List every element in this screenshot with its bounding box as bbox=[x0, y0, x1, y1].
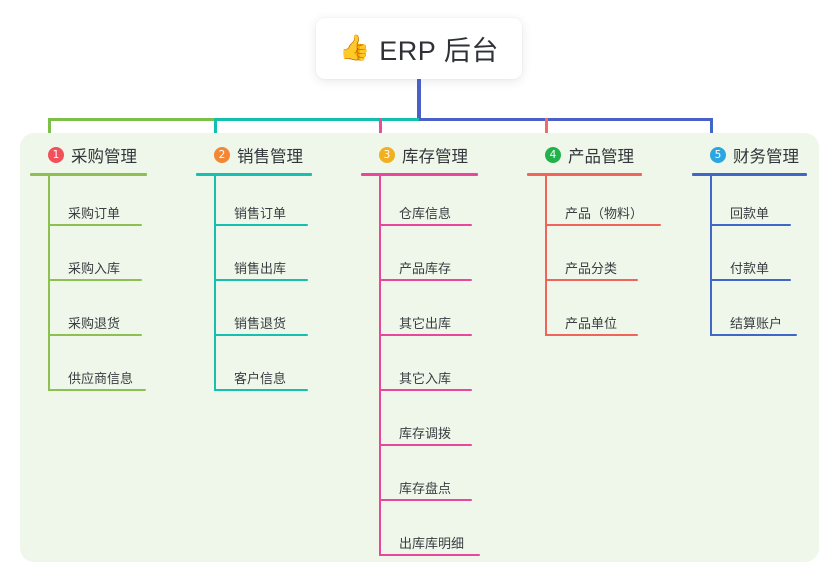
branch-header-product[interactable]: 4 产品管理 bbox=[527, 142, 634, 168]
branch-item-label: 产品单位 bbox=[565, 316, 618, 331]
branch-item-rule bbox=[546, 224, 661, 226]
branch-item-label: 供应商信息 bbox=[68, 371, 134, 386]
root-node-title: ERP 后台 bbox=[379, 36, 499, 66]
root-node[interactable]: 👍 ERP 后台 bbox=[316, 18, 522, 79]
connector-bar-segment-3 bbox=[419, 118, 713, 121]
branch-item-label: 销售订单 bbox=[234, 206, 287, 221]
branch-item-label: 采购入库 bbox=[68, 261, 121, 276]
branch-number-badge-inventory: 3 bbox=[379, 147, 395, 163]
branch-column-purchase: 1 采购管理采购订单采购入库采购退货供应商信息 bbox=[30, 142, 147, 391]
branch-item-label: 库存盘点 bbox=[399, 481, 452, 496]
branch-spine-purchase bbox=[48, 176, 50, 391]
root-node-content: 👍 ERP 后台 bbox=[339, 29, 499, 68]
branch-item-rule bbox=[380, 279, 472, 281]
branch-header-inventory[interactable]: 3 库存管理 bbox=[361, 142, 468, 168]
branch-number-badge-purchase: 1 bbox=[48, 147, 64, 163]
branch-item-label: 出库库明细 bbox=[399, 536, 465, 551]
branch-column-product: 4 产品管理产品（物料） 产品分类产品单位 bbox=[527, 142, 661, 336]
branch-item-label: 结算账户 bbox=[730, 316, 783, 331]
branch-item-label: 销售退货 bbox=[234, 316, 287, 331]
thumbs-up-icon: 👍 bbox=[339, 34, 371, 62]
branch-header-rule-product bbox=[527, 173, 642, 176]
branch-item-label: 产品分类 bbox=[565, 261, 618, 276]
branch-title-product: 产品管理 bbox=[568, 148, 634, 166]
branch-item-label: 产品（物料） bbox=[565, 206, 644, 221]
branch-spine-inventory bbox=[379, 176, 381, 556]
branch-title-finance: 财务管理 bbox=[733, 148, 799, 166]
branch-item-label: 其它出库 bbox=[399, 316, 452, 331]
branch-header-rule-inventory bbox=[361, 173, 478, 176]
branch-header-rule-purchase bbox=[30, 173, 147, 176]
branch-column-inventory: 3 库存管理仓库信息产品库存其它出库其它入库库存调拨库存盘点出库库明细 bbox=[361, 142, 480, 556]
branch-item-label: 回款单 bbox=[730, 206, 770, 221]
connector-bar-segment-1 bbox=[48, 118, 217, 121]
branch-item-rule bbox=[49, 334, 142, 336]
branch-item-rule bbox=[546, 279, 638, 281]
branch-item-rule bbox=[215, 334, 308, 336]
branch-spine-sales bbox=[214, 176, 216, 391]
branch-number-badge-product: 4 bbox=[545, 147, 561, 163]
branch-number-badge-finance: 5 bbox=[710, 147, 726, 163]
branch-item-rule bbox=[380, 554, 480, 556]
branch-title-sales: 销售管理 bbox=[237, 148, 303, 166]
branch-item-rule bbox=[215, 279, 308, 281]
branch-column-sales: 2 销售管理销售订单销售出库销售退货客户信息 bbox=[196, 142, 312, 391]
branch-item-rule bbox=[49, 389, 146, 391]
branch-title-inventory: 库存管理 bbox=[402, 148, 468, 166]
branch-item-rule bbox=[546, 334, 638, 336]
branch-header-purchase[interactable]: 1 采购管理 bbox=[30, 142, 137, 168]
branch-item-rule bbox=[215, 224, 308, 226]
branch-item-rule bbox=[711, 279, 791, 281]
diagram-panel bbox=[20, 133, 819, 562]
branch-item-rule bbox=[49, 224, 142, 226]
branch-item-rule bbox=[380, 334, 472, 336]
branch-item-rule bbox=[380, 224, 472, 226]
branch-item-label: 库存调拨 bbox=[399, 426, 452, 441]
branch-header-rule-finance bbox=[692, 173, 807, 176]
branch-item-label: 采购订单 bbox=[68, 206, 121, 221]
branch-item-rule bbox=[380, 499, 472, 501]
branch-spine-product bbox=[545, 176, 547, 336]
branch-item-rule bbox=[711, 334, 797, 336]
branch-item-rule bbox=[380, 389, 472, 391]
branch-header-rule-sales bbox=[196, 173, 312, 176]
branch-number-badge-sales: 2 bbox=[214, 147, 230, 163]
branch-header-finance[interactable]: 5 财务管理 bbox=[692, 142, 799, 168]
branch-item-label: 客户信息 bbox=[234, 371, 287, 386]
branch-item-label: 采购退货 bbox=[68, 316, 121, 331]
branch-item-label: 付款单 bbox=[730, 261, 770, 276]
branch-column-finance: 5 财务管理回款单付款单结算账户 bbox=[692, 142, 807, 336]
branch-item-rule bbox=[711, 224, 791, 226]
branch-item-rule bbox=[380, 444, 472, 446]
branch-item-label: 产品库存 bbox=[399, 261, 452, 276]
branch-item-rule bbox=[49, 279, 142, 281]
branch-item-label: 仓库信息 bbox=[399, 206, 452, 221]
branch-title-purchase: 采购管理 bbox=[71, 148, 137, 166]
branch-header-sales[interactable]: 2 销售管理 bbox=[196, 142, 303, 168]
connector-bar-segment-2 bbox=[214, 118, 422, 121]
branch-spine-finance bbox=[710, 176, 712, 336]
branch-item-rule bbox=[215, 389, 308, 391]
branch-item-label: 销售出库 bbox=[234, 261, 287, 276]
connector-trunk bbox=[417, 79, 421, 121]
branch-item-label: 其它入库 bbox=[399, 371, 452, 386]
